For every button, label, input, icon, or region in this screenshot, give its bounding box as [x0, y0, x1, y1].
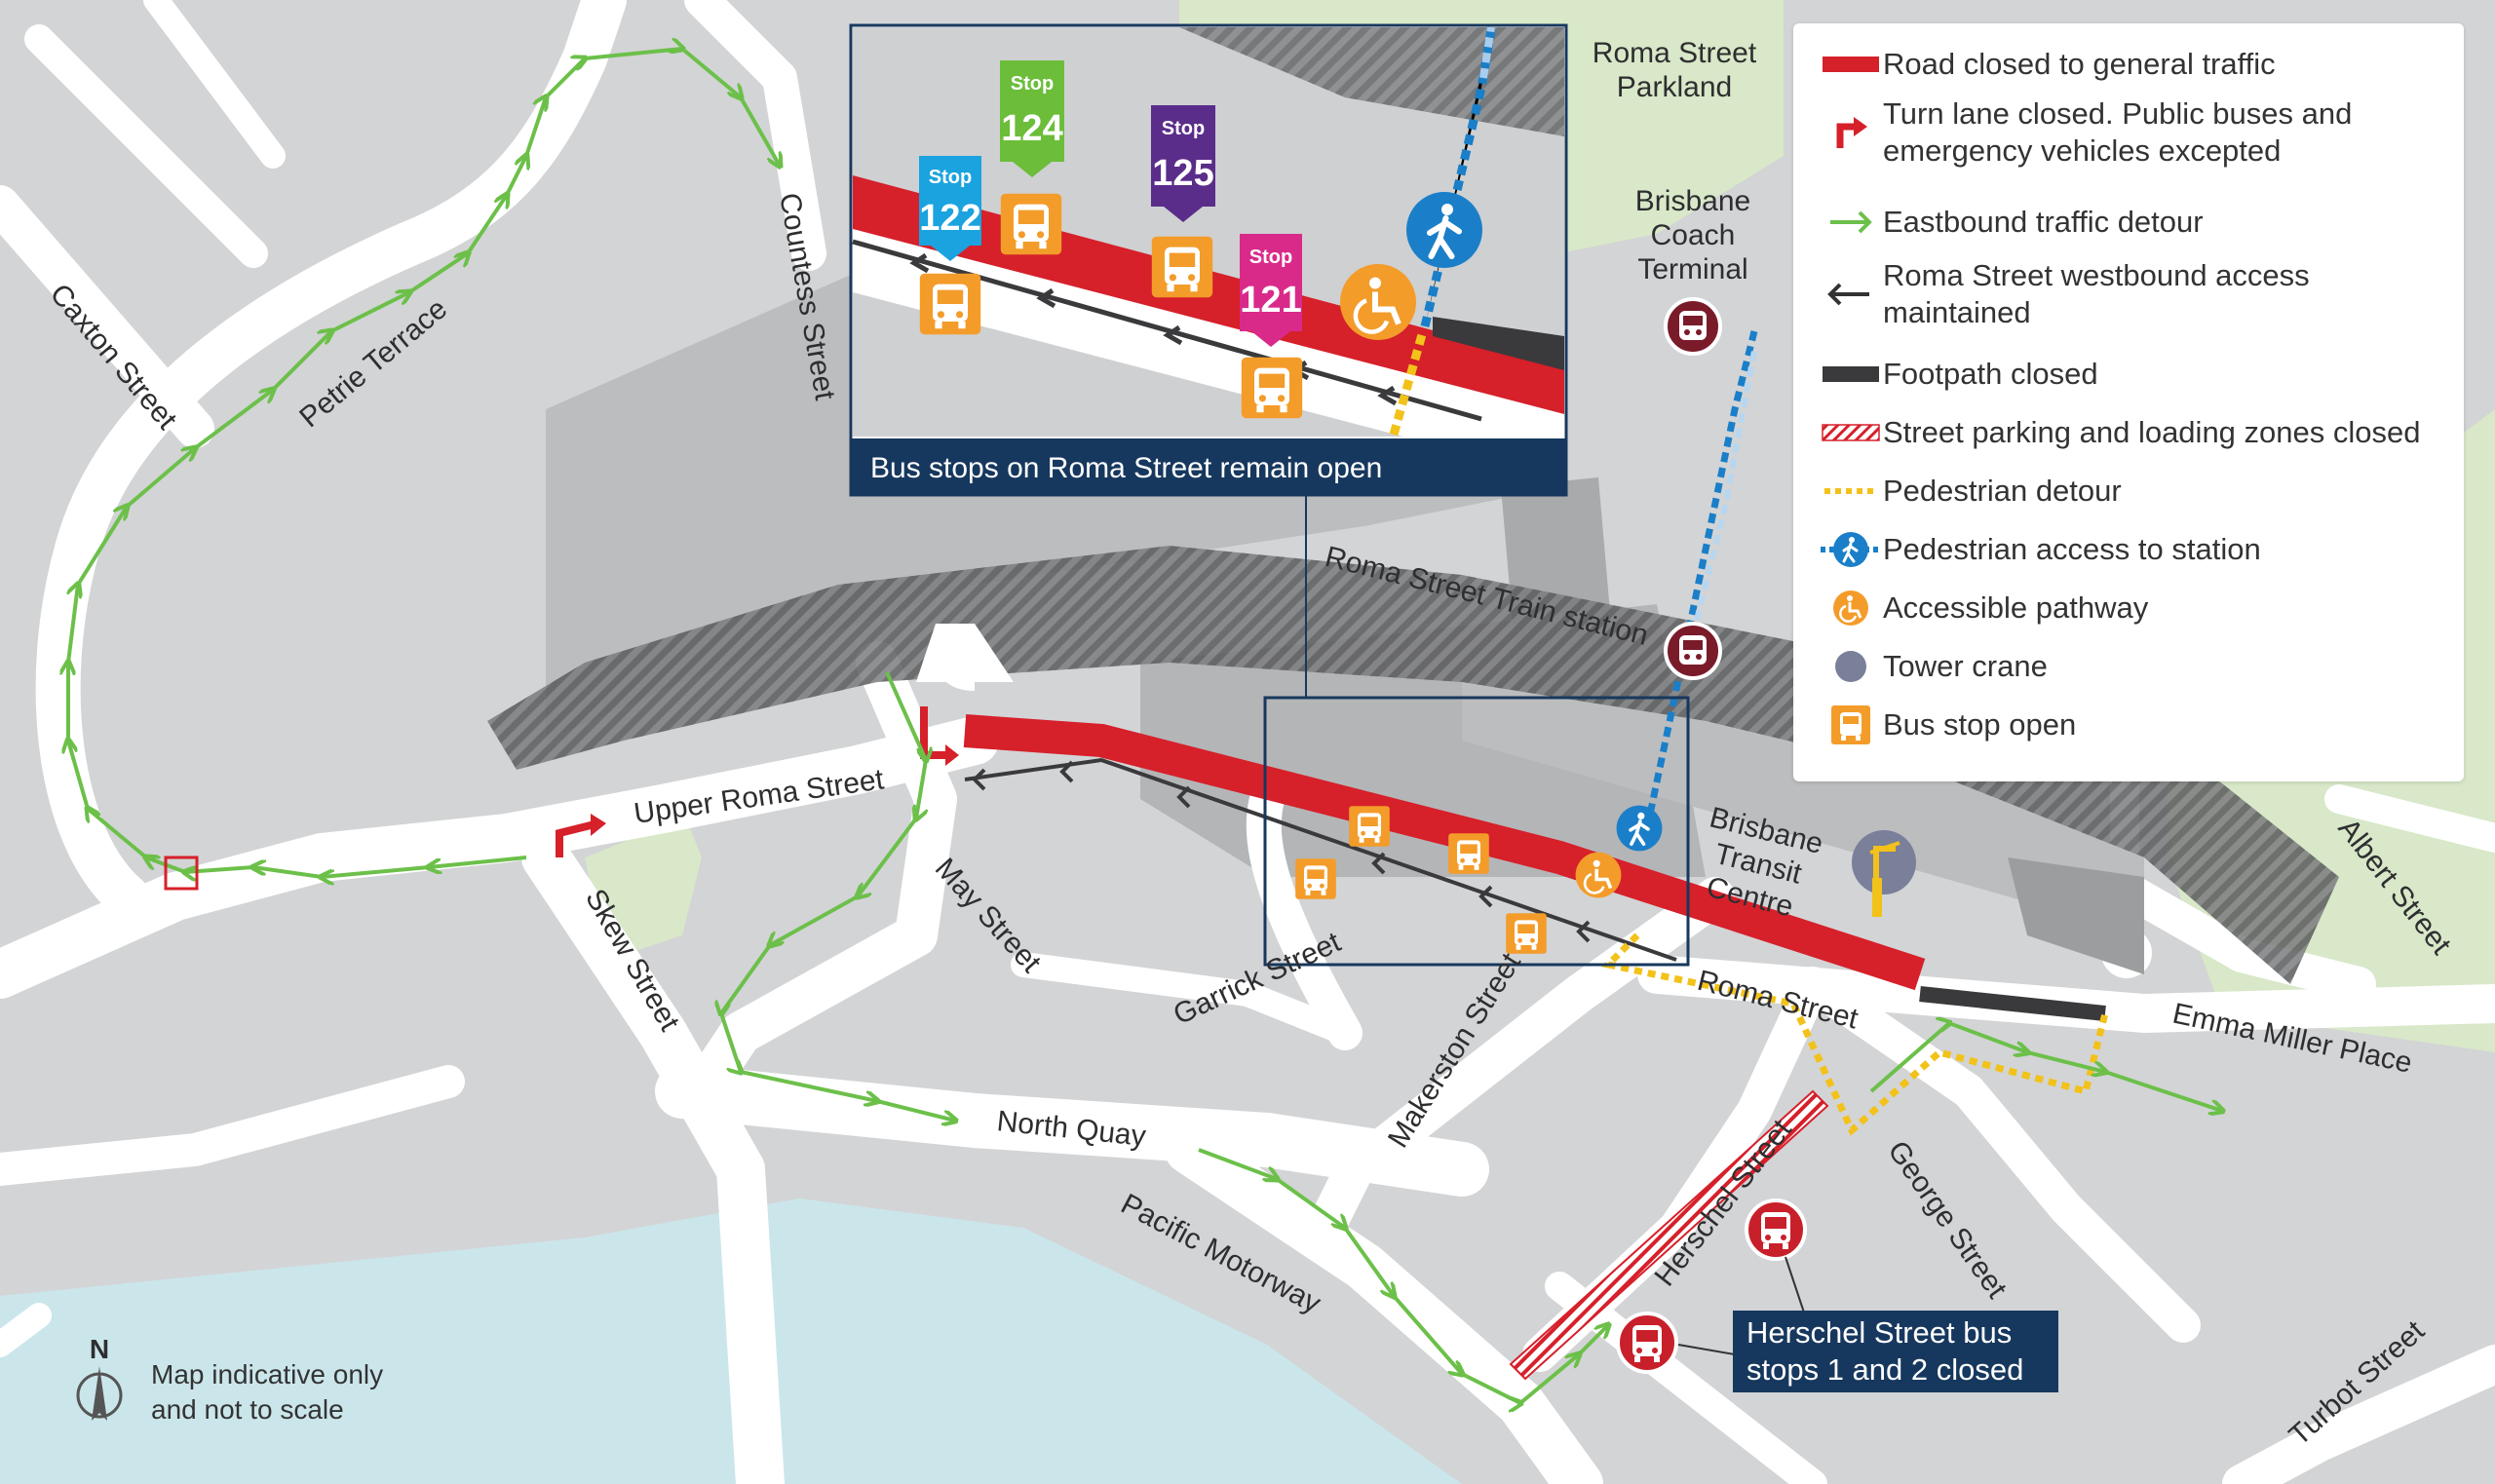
eastbound-detour [68, 49, 2222, 1403]
legend-label: Pedestrian access to station [1883, 532, 2261, 566]
svg-text:122: 122 [919, 198, 980, 239]
bus-stop-closed-icon [1616, 1312, 1678, 1374]
legend-label: Turn lane closed. Public buses and emerg… [1883, 96, 2353, 168]
hatched-bar-icon [1819, 409, 1883, 456]
legend-item: Tower crane [1819, 643, 2454, 690]
herschel-street-callout: Herschel Street bus stops 1 and 2 closed [1733, 1311, 2058, 1392]
stop-flag-121: Stop 121 [1240, 234, 1302, 347]
svg-text:Stop: Stop [929, 167, 972, 188]
legend-label: Bus stop open [1883, 707, 2077, 742]
pedestrian-icon [1819, 526, 1883, 573]
inset-caption-bar [851, 438, 1566, 495]
pedestrian-access-path-faint [1692, 350, 1757, 646]
tower-crane-icon [1852, 830, 1916, 917]
bus-stop-icon [1349, 806, 1390, 847]
yellow-dotted-line-icon [1819, 468, 1883, 514]
svg-text:125: 125 [1152, 153, 1213, 194]
legend-label: Street parking and loading zones closed [1883, 415, 2421, 449]
legend-label: Tower crane [1883, 649, 2048, 683]
inset-caption: Bus stops on Roma Street remain open [870, 452, 1382, 484]
bus-stop-icon [1506, 913, 1547, 954]
legend-item: Street parking and loading zones closed [1819, 409, 2454, 456]
footpath-closed [1919, 986, 2106, 1021]
svg-text:Stop: Stop [1011, 73, 1054, 95]
map-disclaimer: Map indicative only and not to scale [151, 1359, 384, 1425]
legend-item: Turn lane closed. Public buses and emerg… [1819, 95, 2454, 170]
bus-stop-icon [1241, 357, 1303, 419]
red-bar-icon [1819, 41, 1883, 88]
legend-item: Accessible pathway [1819, 585, 2454, 631]
road-segment [937, 634, 976, 691]
green-arrow-icon [1819, 199, 1883, 246]
svg-text:124: 124 [1001, 108, 1062, 149]
callout-leader [1785, 1256, 1806, 1316]
legend-label: Accessible pathway [1883, 590, 2149, 625]
svg-text:Stop: Stop [1162, 118, 1205, 139]
legend-item: Road closed to general traffic [1819, 41, 2454, 88]
westbound-arrows [972, 760, 1591, 943]
bus-stop-icon [1151, 236, 1213, 298]
bus-stop-icon [1295, 858, 1336, 899]
tower-crane-icon [1819, 643, 1883, 690]
transit-centre-block [1462, 682, 2144, 935]
legend-label: Pedestrian detour [1883, 474, 2122, 508]
legend-item: Bus stop open [1819, 702, 2454, 748]
red-turn-arrow-icon [1819, 109, 1883, 156]
pedestrian-access-path [1643, 330, 1758, 829]
legend-label: Roma Street westbound access maintained [1883, 258, 2310, 329]
legend-item: Roma Street westbound access maintained [1819, 257, 2454, 331]
wheelchair-icon [1573, 850, 1624, 900]
legend-label: Eastbound traffic detour [1883, 205, 2204, 239]
wheelchair-icon [1819, 585, 1883, 631]
block [2008, 857, 2144, 974]
train-station-icon [1664, 622, 1722, 680]
svg-text:121: 121 [1240, 280, 1301, 321]
pedestrian-icon [1614, 803, 1665, 854]
callout-leader [1677, 1344, 1736, 1355]
legend-item: Eastbound traffic detour [1819, 199, 2454, 246]
wheelchair-icon [1340, 264, 1416, 340]
legend-label: Road closed to general traffic [1883, 47, 2276, 81]
stop-flag-124: Stop 124 [1000, 60, 1064, 177]
road-closed-roma-street [963, 714, 1926, 991]
dark-bar-icon [1819, 351, 1883, 398]
bus-stop-closed-icon [1745, 1199, 1807, 1261]
pedestrian-icon [1406, 192, 1482, 268]
north-label: N [90, 1334, 109, 1364]
black-arrow-icon [1819, 271, 1883, 318]
closure-marker [164, 856, 199, 891]
legend-item: Pedestrian detour [1819, 468, 2454, 514]
north-arrow-icon [76, 1366, 123, 1421]
bus-stop-icon [919, 273, 981, 335]
coach-terminal-icon [1664, 297, 1722, 356]
bus-stop-icon [1448, 833, 1489, 874]
svg-text:Stop: Stop [1249, 247, 1292, 268]
legend-label: Footpath closed [1883, 357, 2098, 391]
bus-stop-icon [1000, 193, 1062, 255]
legend-item: Pedestrian access to station [1819, 526, 2454, 573]
legend-item: Footpath closed [1819, 351, 2454, 398]
stop-flag-122: Stop 122 [919, 156, 981, 261]
inset-focus-frame [1263, 696, 1690, 967]
bus-stop-icon [1819, 702, 1883, 748]
stop-flag-125: Stop 125 [1151, 105, 1215, 222]
